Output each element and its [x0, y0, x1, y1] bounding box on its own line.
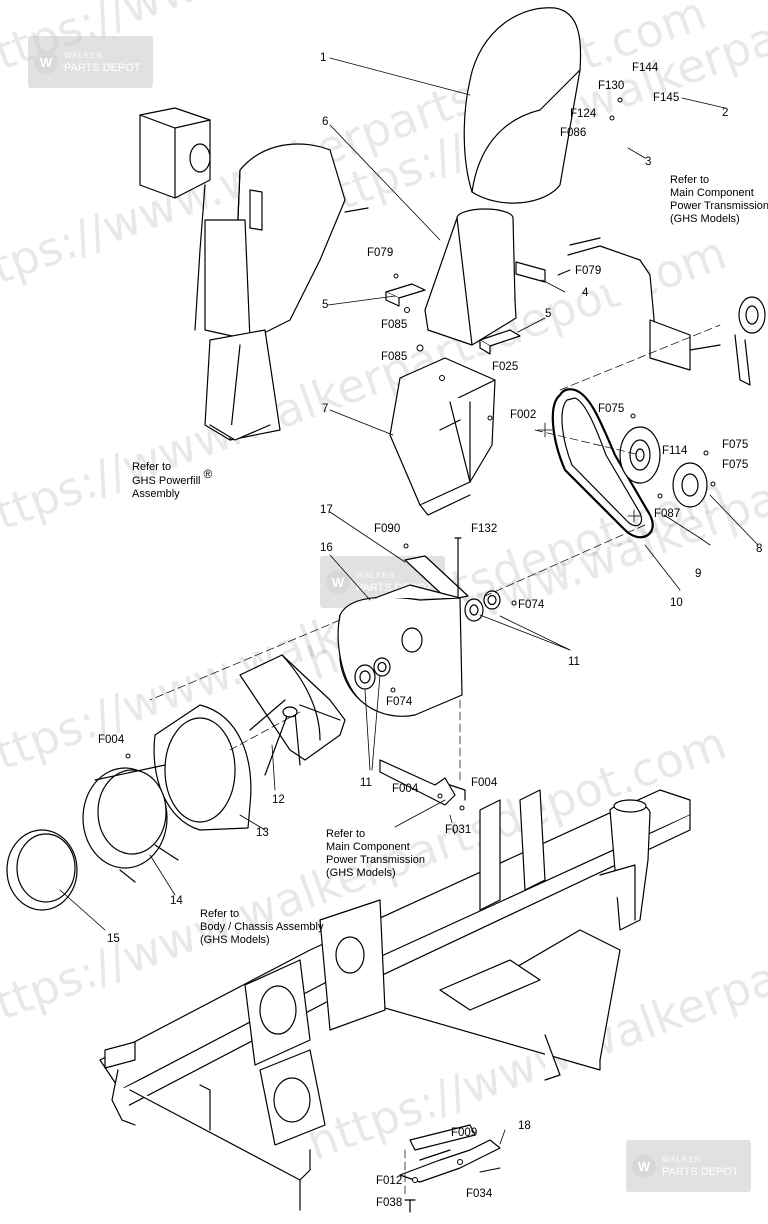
part-label: 2 [722, 107, 729, 119]
watermark-badge: W WALKER PARTS DEPOT [626, 1140, 751, 1192]
part-10-belt [551, 388, 654, 539]
leader-lines [59, 57, 759, 1145]
part-5-bracket-left [385, 283, 426, 307]
part-label: 8 [756, 543, 763, 555]
part-label: 3 [645, 156, 652, 168]
walker-logo-icon: W [326, 570, 350, 594]
reference-note: Refer to GHS Powerfill ® Assembly [132, 461, 213, 500]
part-13-blower-cover [153, 704, 252, 831]
fastener-label: F079 [367, 247, 394, 259]
fastener-label: F124 [570, 108, 597, 120]
bolt-f132 [454, 537, 462, 601]
part-14-ring [82, 764, 179, 883]
walker-logo-icon: W [34, 50, 58, 74]
part-label: 12 [272, 794, 285, 806]
part-label: 4 [582, 287, 589, 299]
fastener-label: F085 [381, 351, 408, 363]
fastener-label: F130 [598, 80, 625, 92]
fastener-label: F025 [492, 361, 519, 373]
fastener-label: F079 [575, 265, 602, 277]
part-6-upper-chute [424, 208, 517, 346]
walker-logo-icon: W [632, 1154, 656, 1178]
badge-brand-small: WALKER [662, 1155, 702, 1164]
part-label: 14 [170, 895, 183, 907]
fastener-label: F004 [98, 734, 125, 746]
fastener-label: F085 [381, 319, 408, 331]
part-label: 7 [322, 403, 329, 415]
fastener-label: F034 [466, 1188, 493, 1200]
powerfill-assembly [139, 107, 369, 441]
registered-mark: ® [203, 467, 213, 481]
part-12-impeller [239, 654, 346, 776]
fasteners [125, 97, 716, 1183]
fastener-label: F038 [376, 1197, 403, 1209]
fastener-label: F012 [376, 1175, 403, 1187]
part-label: 16 [320, 542, 333, 554]
fastener-label: F114 [662, 445, 688, 457]
badge-brand-large: PARTS DEPOT [64, 62, 141, 74]
part-label: 6 [322, 116, 329, 128]
part-label: 5 [545, 308, 552, 320]
bolt-f038 [404, 1199, 416, 1213]
part-5-bracket-right [479, 329, 521, 355]
part-label: 15 [107, 933, 120, 945]
alignment-lines [149, 324, 721, 1196]
fastener-label: F090 [374, 523, 401, 535]
part-label: 9 [695, 568, 702, 580]
watermark-badge: W WALKER PARTS DEPOT [28, 36, 153, 88]
fastener-label: F004 [471, 777, 498, 789]
part-18-bracket [399, 1139, 501, 1183]
part-label: 13 [256, 827, 269, 839]
part-4-bracket [515, 261, 546, 283]
fastener-label: F087 [654, 508, 681, 520]
fastener-label: F144 [632, 62, 659, 74]
fastener-label: F031 [445, 824, 472, 836]
control-lever-assembly [567, 237, 766, 386]
part-1-deflector-hood [463, 7, 582, 204]
part-label: 5 [322, 299, 329, 311]
fastener-label: F002 [510, 409, 537, 421]
badge-brand-large: PARTS DEPOT [662, 1166, 739, 1178]
badge-brand-small: WALKER [64, 51, 104, 60]
part-label: 17 [320, 504, 333, 516]
badge-brand-small: WALKER [356, 571, 396, 580]
part-label: 18 [518, 1120, 531, 1132]
chassis-frame [99, 789, 691, 1211]
part-9-pulley [619, 426, 661, 484]
fastener-label: F074 [386, 696, 413, 708]
part-8-pulley [672, 462, 708, 508]
fastener-label: F075 [722, 459, 749, 471]
fastener-label: F086 [560, 127, 587, 139]
fastener-label: F075 [598, 403, 625, 415]
fastener-label: F132 [471, 523, 498, 535]
part-label: 10 [670, 597, 683, 609]
mount-bracket [379, 759, 466, 806]
part-7-lower-chute [389, 357, 496, 516]
fastener-label: F074 [518, 599, 545, 611]
part-11-bearing-lower [354, 657, 391, 690]
fastener-label: F004 [392, 783, 419, 795]
part-11-bearing-upper [464, 590, 501, 622]
fastener-label: F145 [653, 92, 680, 104]
fastener-label: F009 [451, 1127, 478, 1139]
part-17-strap [404, 555, 469, 601]
part-label: 1 [320, 52, 327, 64]
fastener-label: F075 [722, 439, 749, 451]
part-label: 11 [568, 656, 580, 668]
part-15-band [6, 829, 78, 911]
part-label: 11 [360, 777, 372, 789]
crosshair-marks [537, 422, 641, 523]
